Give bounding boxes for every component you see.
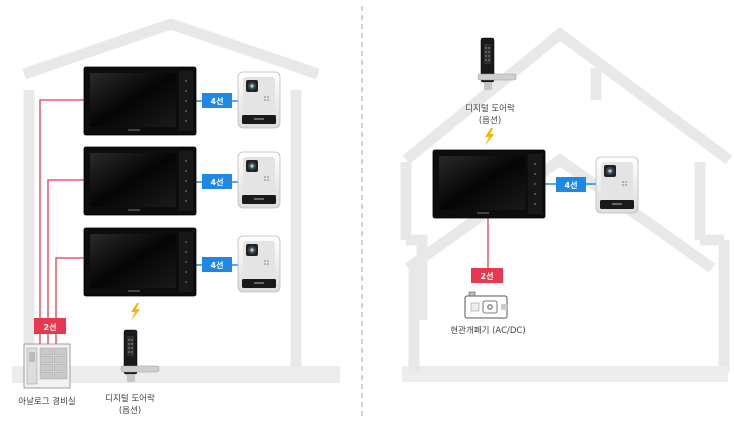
wire-tag-4 — [556, 177, 586, 192]
doorlock-option-label: (옵션) — [119, 405, 141, 416]
wire-tag-4 — [202, 93, 232, 108]
wire-tag-2 — [471, 268, 503, 283]
wire-label: 4선 — [211, 96, 224, 106]
right-house-inner-roof — [404, 153, 716, 273]
right-house-floor — [402, 366, 728, 382]
doorlock-label: 디지털 도어락 — [105, 393, 155, 404]
left-red-wires — [39, 99, 84, 350]
door-camera-icon — [595, 156, 639, 214]
wire-label: 4선 — [211, 177, 224, 187]
wire-label: 4선 — [211, 260, 224, 270]
video-monitor-icon — [83, 66, 197, 136]
wire-tag-2 — [34, 318, 66, 334]
opener-label: 현관개폐기 (AC/DC) — [450, 325, 525, 336]
wire-tag-4 — [202, 174, 232, 189]
video-monitor-icon — [432, 149, 546, 219]
door-camera-icon — [237, 71, 281, 129]
doorlock-label: 디지털 도어락 — [465, 103, 515, 114]
wire-tag-4 — [202, 257, 232, 272]
right-house-outline — [400, 27, 733, 372]
security-wire-label: 2선 — [44, 322, 57, 332]
door-camera-icon — [237, 235, 281, 293]
wireless-signal-icon — [131, 303, 140, 321]
security-room-label: 아날로그 경비실 — [18, 396, 75, 407]
wireless-signal-icon — [485, 128, 494, 146]
left-house-floor — [12, 366, 340, 383]
doorlock-option-label: (옵션) — [479, 115, 501, 126]
door-camera-icon — [237, 151, 281, 209]
wire-label: 4선 — [565, 180, 578, 190]
door-opener-icon — [464, 291, 508, 319]
opener-wire-label: 2선 — [481, 271, 494, 281]
video-monitor-icon — [83, 227, 197, 297]
video-monitor-icon — [83, 146, 197, 216]
security-console-icon — [23, 343, 71, 389]
